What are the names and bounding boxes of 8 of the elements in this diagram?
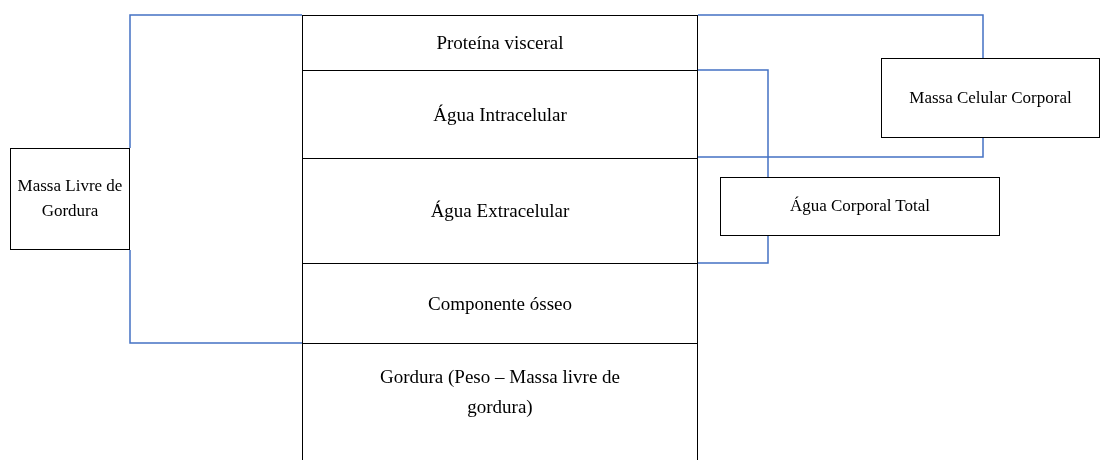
label-box: Massa Livre de Gordura <box>10 148 130 250</box>
layer-cell: Proteína visceral <box>302 15 698 70</box>
layer-cell: Gordura (Peso – Massa livre de gordura) <box>302 343 698 460</box>
label-box: Massa Celular Corporal <box>881 58 1100 138</box>
layer-cell: Água Intracelular <box>302 70 698 158</box>
layer-cell: Água Extracelular <box>302 158 698 263</box>
layer-cell: Componente ósseo <box>302 263 698 343</box>
label-box: Água Corporal Total <box>720 177 1000 236</box>
